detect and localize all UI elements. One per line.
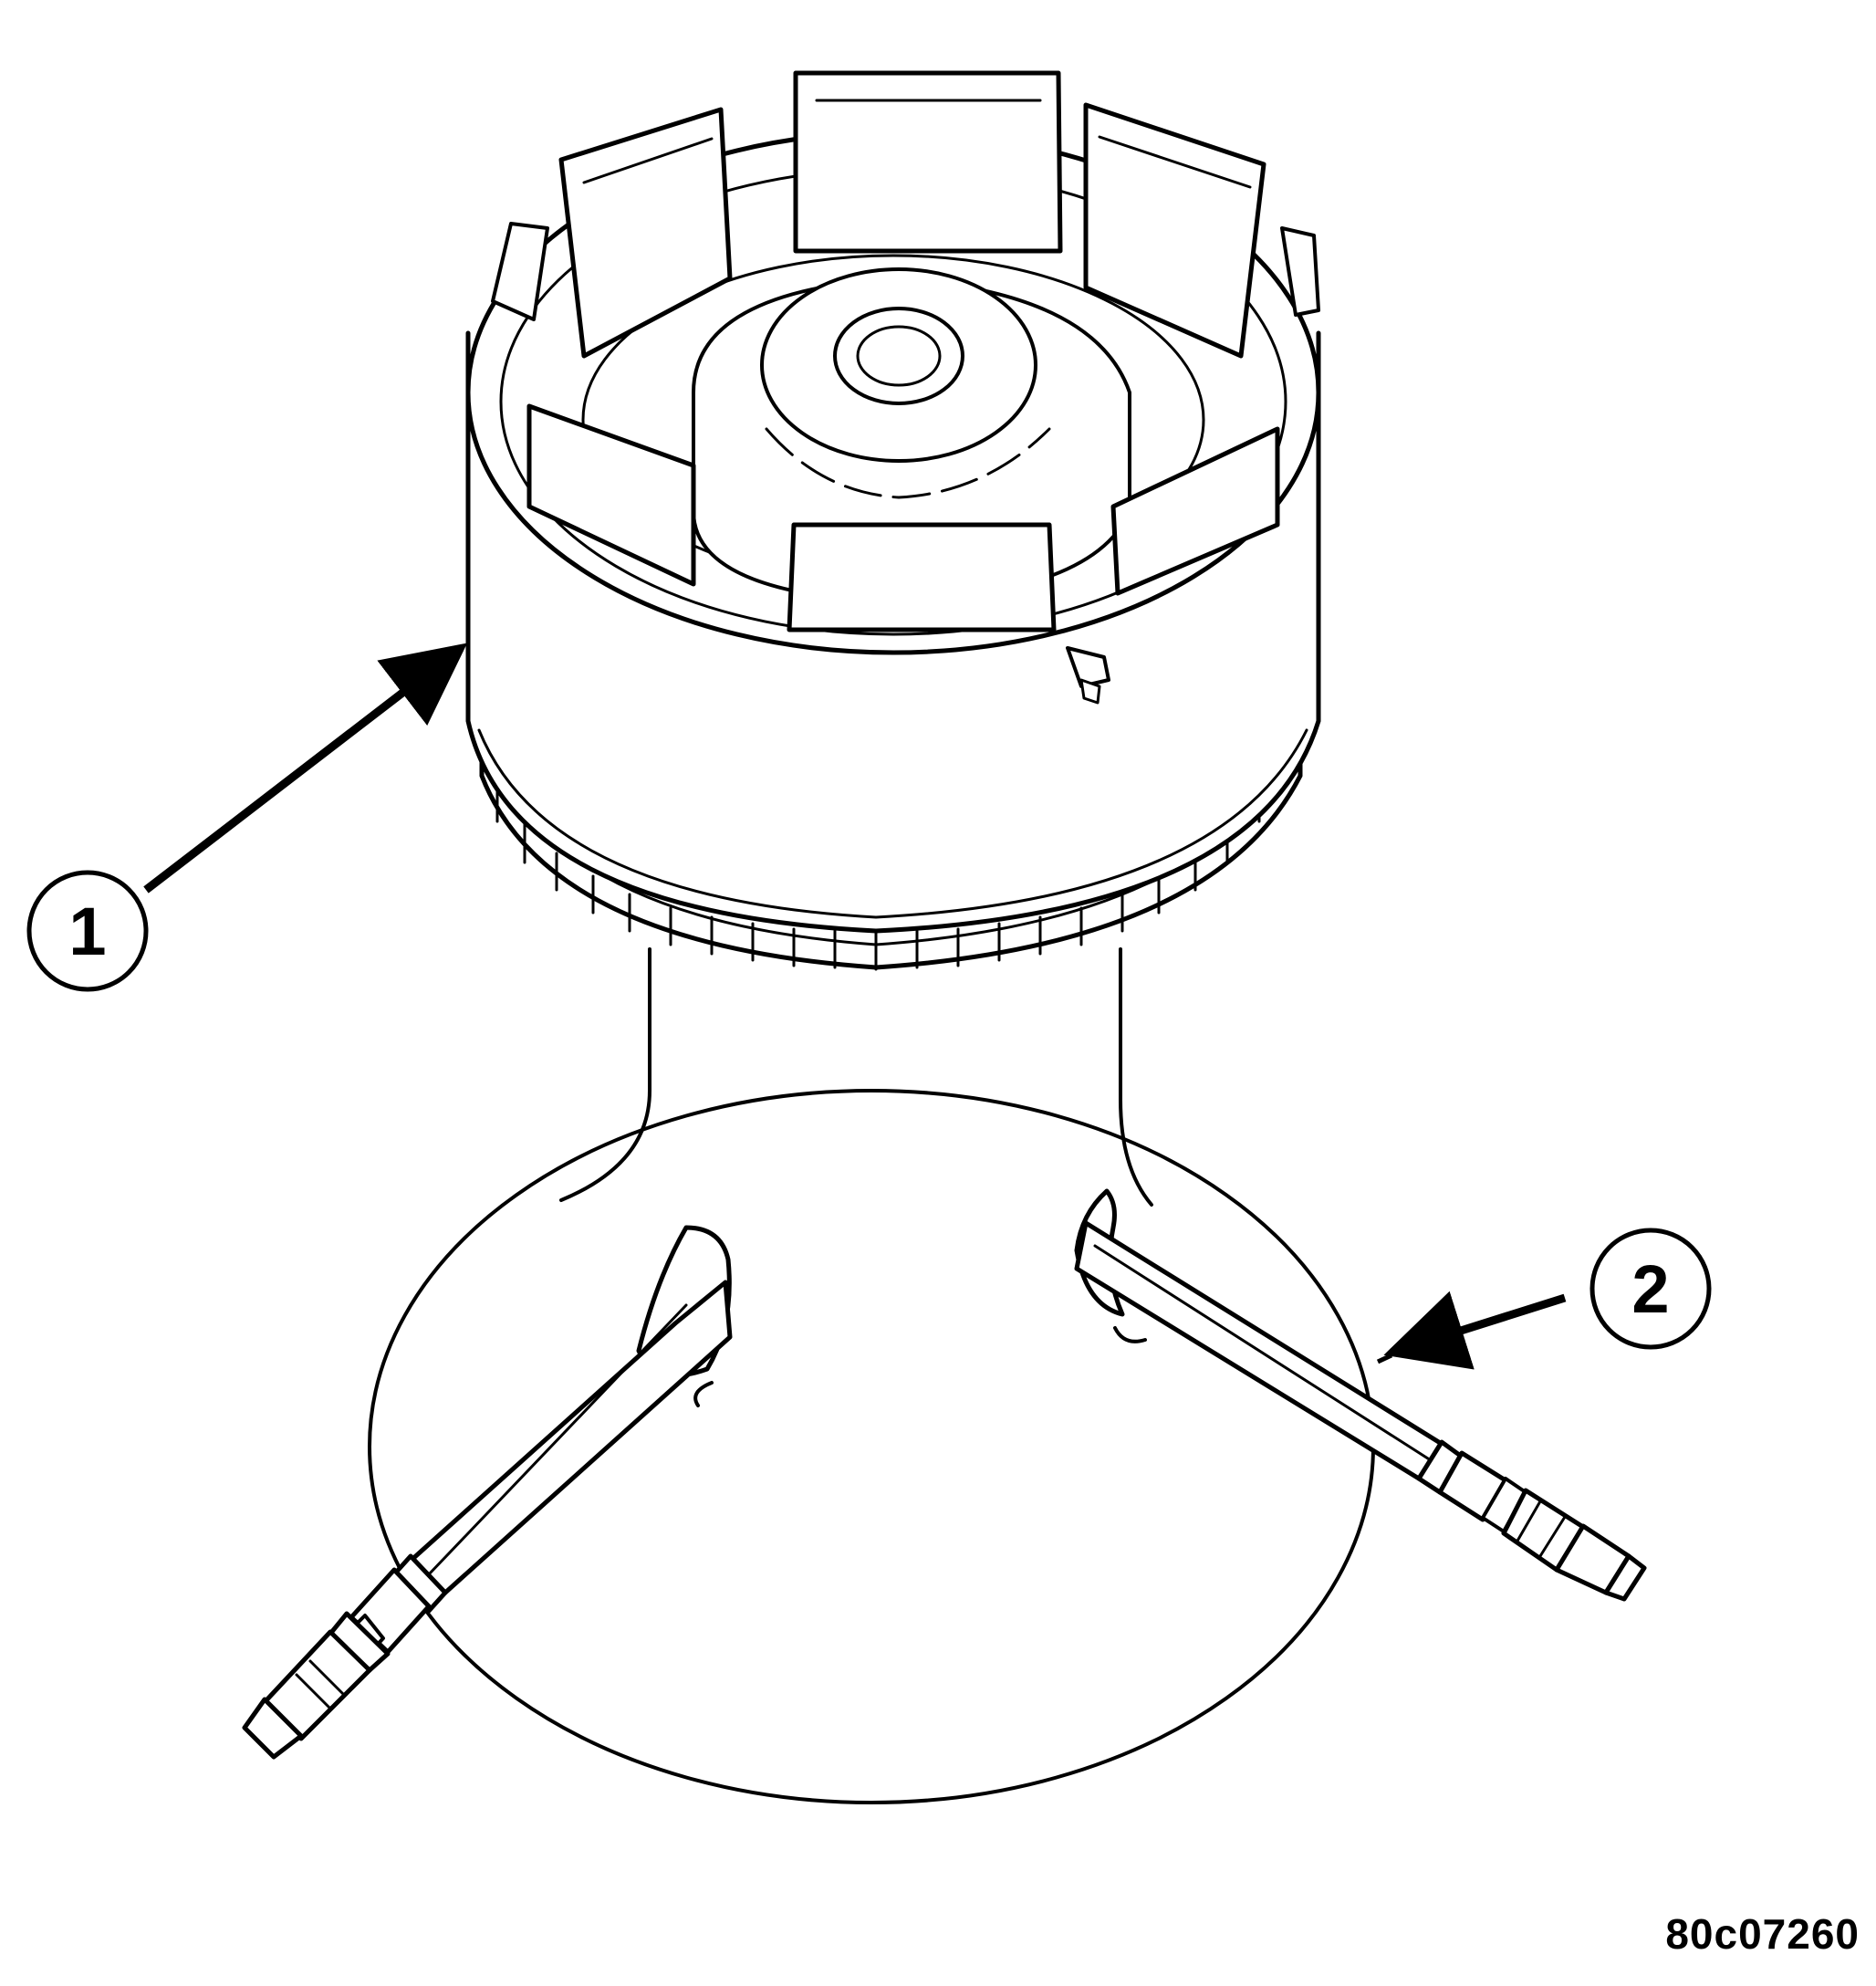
callout-1-circle [26, 870, 149, 992]
figure-code: 80c07260 [1665, 1910, 1860, 1958]
callout-2-leader [1383, 1291, 1567, 1370]
callout-2-circle [1589, 1228, 1712, 1350]
callout-1-leader [143, 643, 468, 894]
callout-1-label: 1 [68, 894, 106, 969]
stand-neck [559, 947, 1153, 1207]
test-plate [368, 1089, 1375, 1804]
callout-1: 1 [26, 643, 468, 992]
callout-2-label: 2 [1631, 1251, 1669, 1327]
right-air-hose [1074, 1188, 1647, 1602]
left-air-hose [242, 1225, 733, 1760]
callout-2: 2 [1376, 1228, 1712, 1370]
clutch-retainer [465, 70, 1321, 971]
